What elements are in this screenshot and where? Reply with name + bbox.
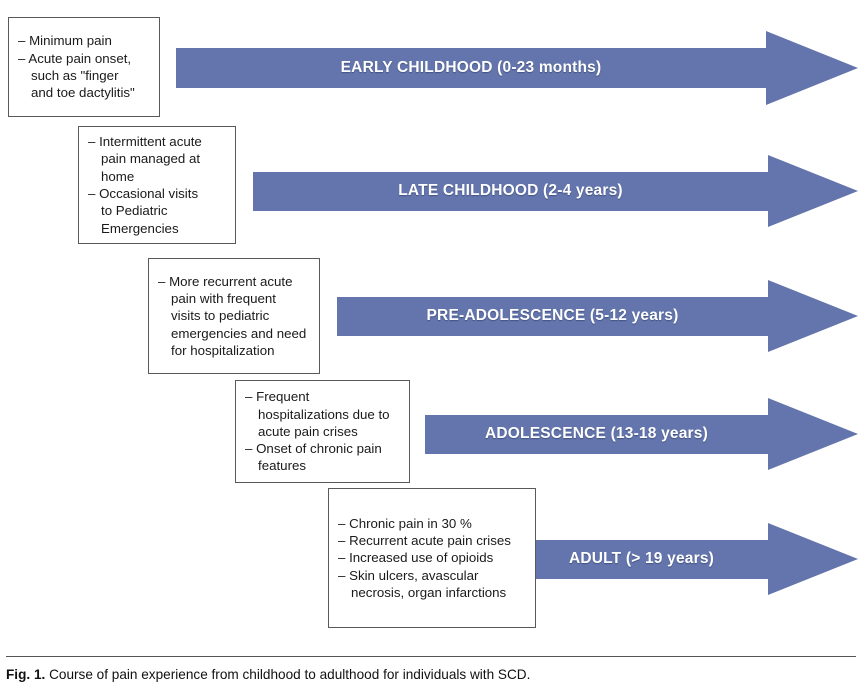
info-bullet: – Frequent hospitalizations due to acute… xyxy=(245,389,390,439)
info-box-adolescence: – Frequent hospitalizations due to acute… xyxy=(235,380,410,483)
arrow-shape-icon xyxy=(515,523,858,595)
info-box-late-childhood: – Intermittent acute pain managed at hom… xyxy=(78,126,236,244)
stage-arrow-early-childhood: EARLY CHILDHOOD (0-23 months) xyxy=(176,31,858,105)
stage-arrow-pre-adolescence: PRE-ADOLESCENCE (5-12 years) xyxy=(337,280,858,352)
arrow-shape-icon xyxy=(253,155,858,227)
arrow-shape-icon xyxy=(337,280,858,352)
info-bullet: – Skin ulcers, avascular necrosis, organ… xyxy=(338,567,507,600)
info-box-pre-adolescence: – More recurrent acute pain with frequen… xyxy=(148,258,320,374)
stage-arrow-adult: ADULT (> 19 years) xyxy=(515,523,858,595)
arrow-shape-icon xyxy=(425,398,858,470)
info-bullet: – Acute pain onset, such as "finger and … xyxy=(18,50,135,101)
info-bullet: – Minimum pain xyxy=(18,33,112,49)
info-box-early-childhood: – Minimum pain– Acute pain onset, such a… xyxy=(8,17,160,117)
stage-arrow-late-childhood: LATE CHILDHOOD (2-4 years) xyxy=(253,155,858,227)
info-bullet: – Occasional visits to Pediatric Emergen… xyxy=(88,186,199,236)
info-bullet: – Onset of chronic pain features xyxy=(245,441,382,474)
info-bullet: – Recurrent acute pain crises xyxy=(338,533,511,549)
info-bullet: – More recurrent acute pain with frequen… xyxy=(158,273,307,358)
info-box-adult: – Chronic pain in 30 % – Recurrent acute … xyxy=(328,488,536,628)
caption-divider xyxy=(6,656,856,657)
stage-arrow-adolescence: ADOLESCENCE (13-18 years) xyxy=(425,398,858,470)
caption-text: Course of pain experience from childhood… xyxy=(49,667,531,682)
figure-caption: Fig. 1. Course of pain experience from c… xyxy=(6,666,856,684)
info-bullet: – Chronic pain in 30 % xyxy=(338,515,472,531)
arrow-shape-icon xyxy=(176,31,858,105)
info-bullet: – Intermittent acute pain managed at hom… xyxy=(88,134,202,184)
caption-label: Fig. 1. xyxy=(6,667,46,682)
info-bullet: – Increased use of opioids xyxy=(338,550,494,566)
